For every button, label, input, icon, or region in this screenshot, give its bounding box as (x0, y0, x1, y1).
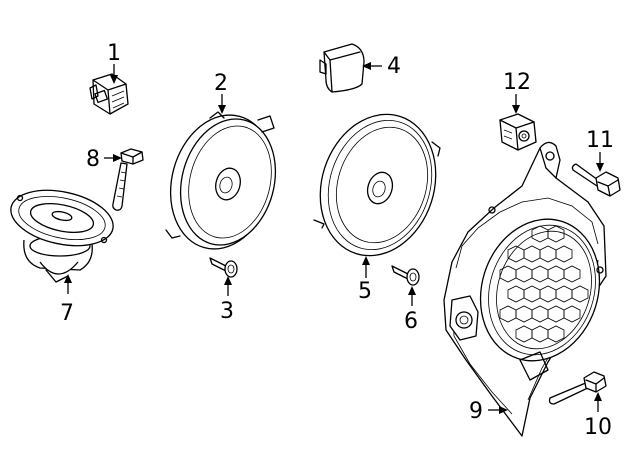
callout-12: 12 (503, 70, 531, 95)
part-9-enclosure (443, 141, 607, 437)
callout-11: 11 (586, 128, 614, 153)
part-11-bolt (571, 163, 621, 197)
part-10-bolt (548, 371, 607, 405)
callout-10: 10 (584, 415, 612, 440)
callout-7: 7 (60, 301, 74, 326)
part-4-cap (319, 43, 365, 93)
callout-pointers (64, 62, 604, 414)
part-2-speaker (165, 111, 277, 250)
part-1-connector (89, 73, 129, 115)
callout-5: 5 (358, 279, 372, 304)
callout-6: 6 (404, 309, 418, 334)
callout-4: 4 (387, 54, 401, 79)
part-6-screw (391, 265, 420, 286)
part-12-connector (499, 113, 537, 151)
part-8-bolt (112, 148, 144, 211)
part-5-speaker (313, 113, 441, 257)
callout-9: 9 (469, 399, 483, 424)
part-3-screw (209, 257, 238, 278)
callout-1: 1 (107, 41, 121, 66)
part-7-speaker (10, 189, 114, 283)
grille-honeycomb (499, 225, 589, 343)
callout-3: 3 (220, 299, 234, 324)
callout-8: 8 (86, 147, 100, 172)
callout-2: 2 (214, 71, 228, 96)
